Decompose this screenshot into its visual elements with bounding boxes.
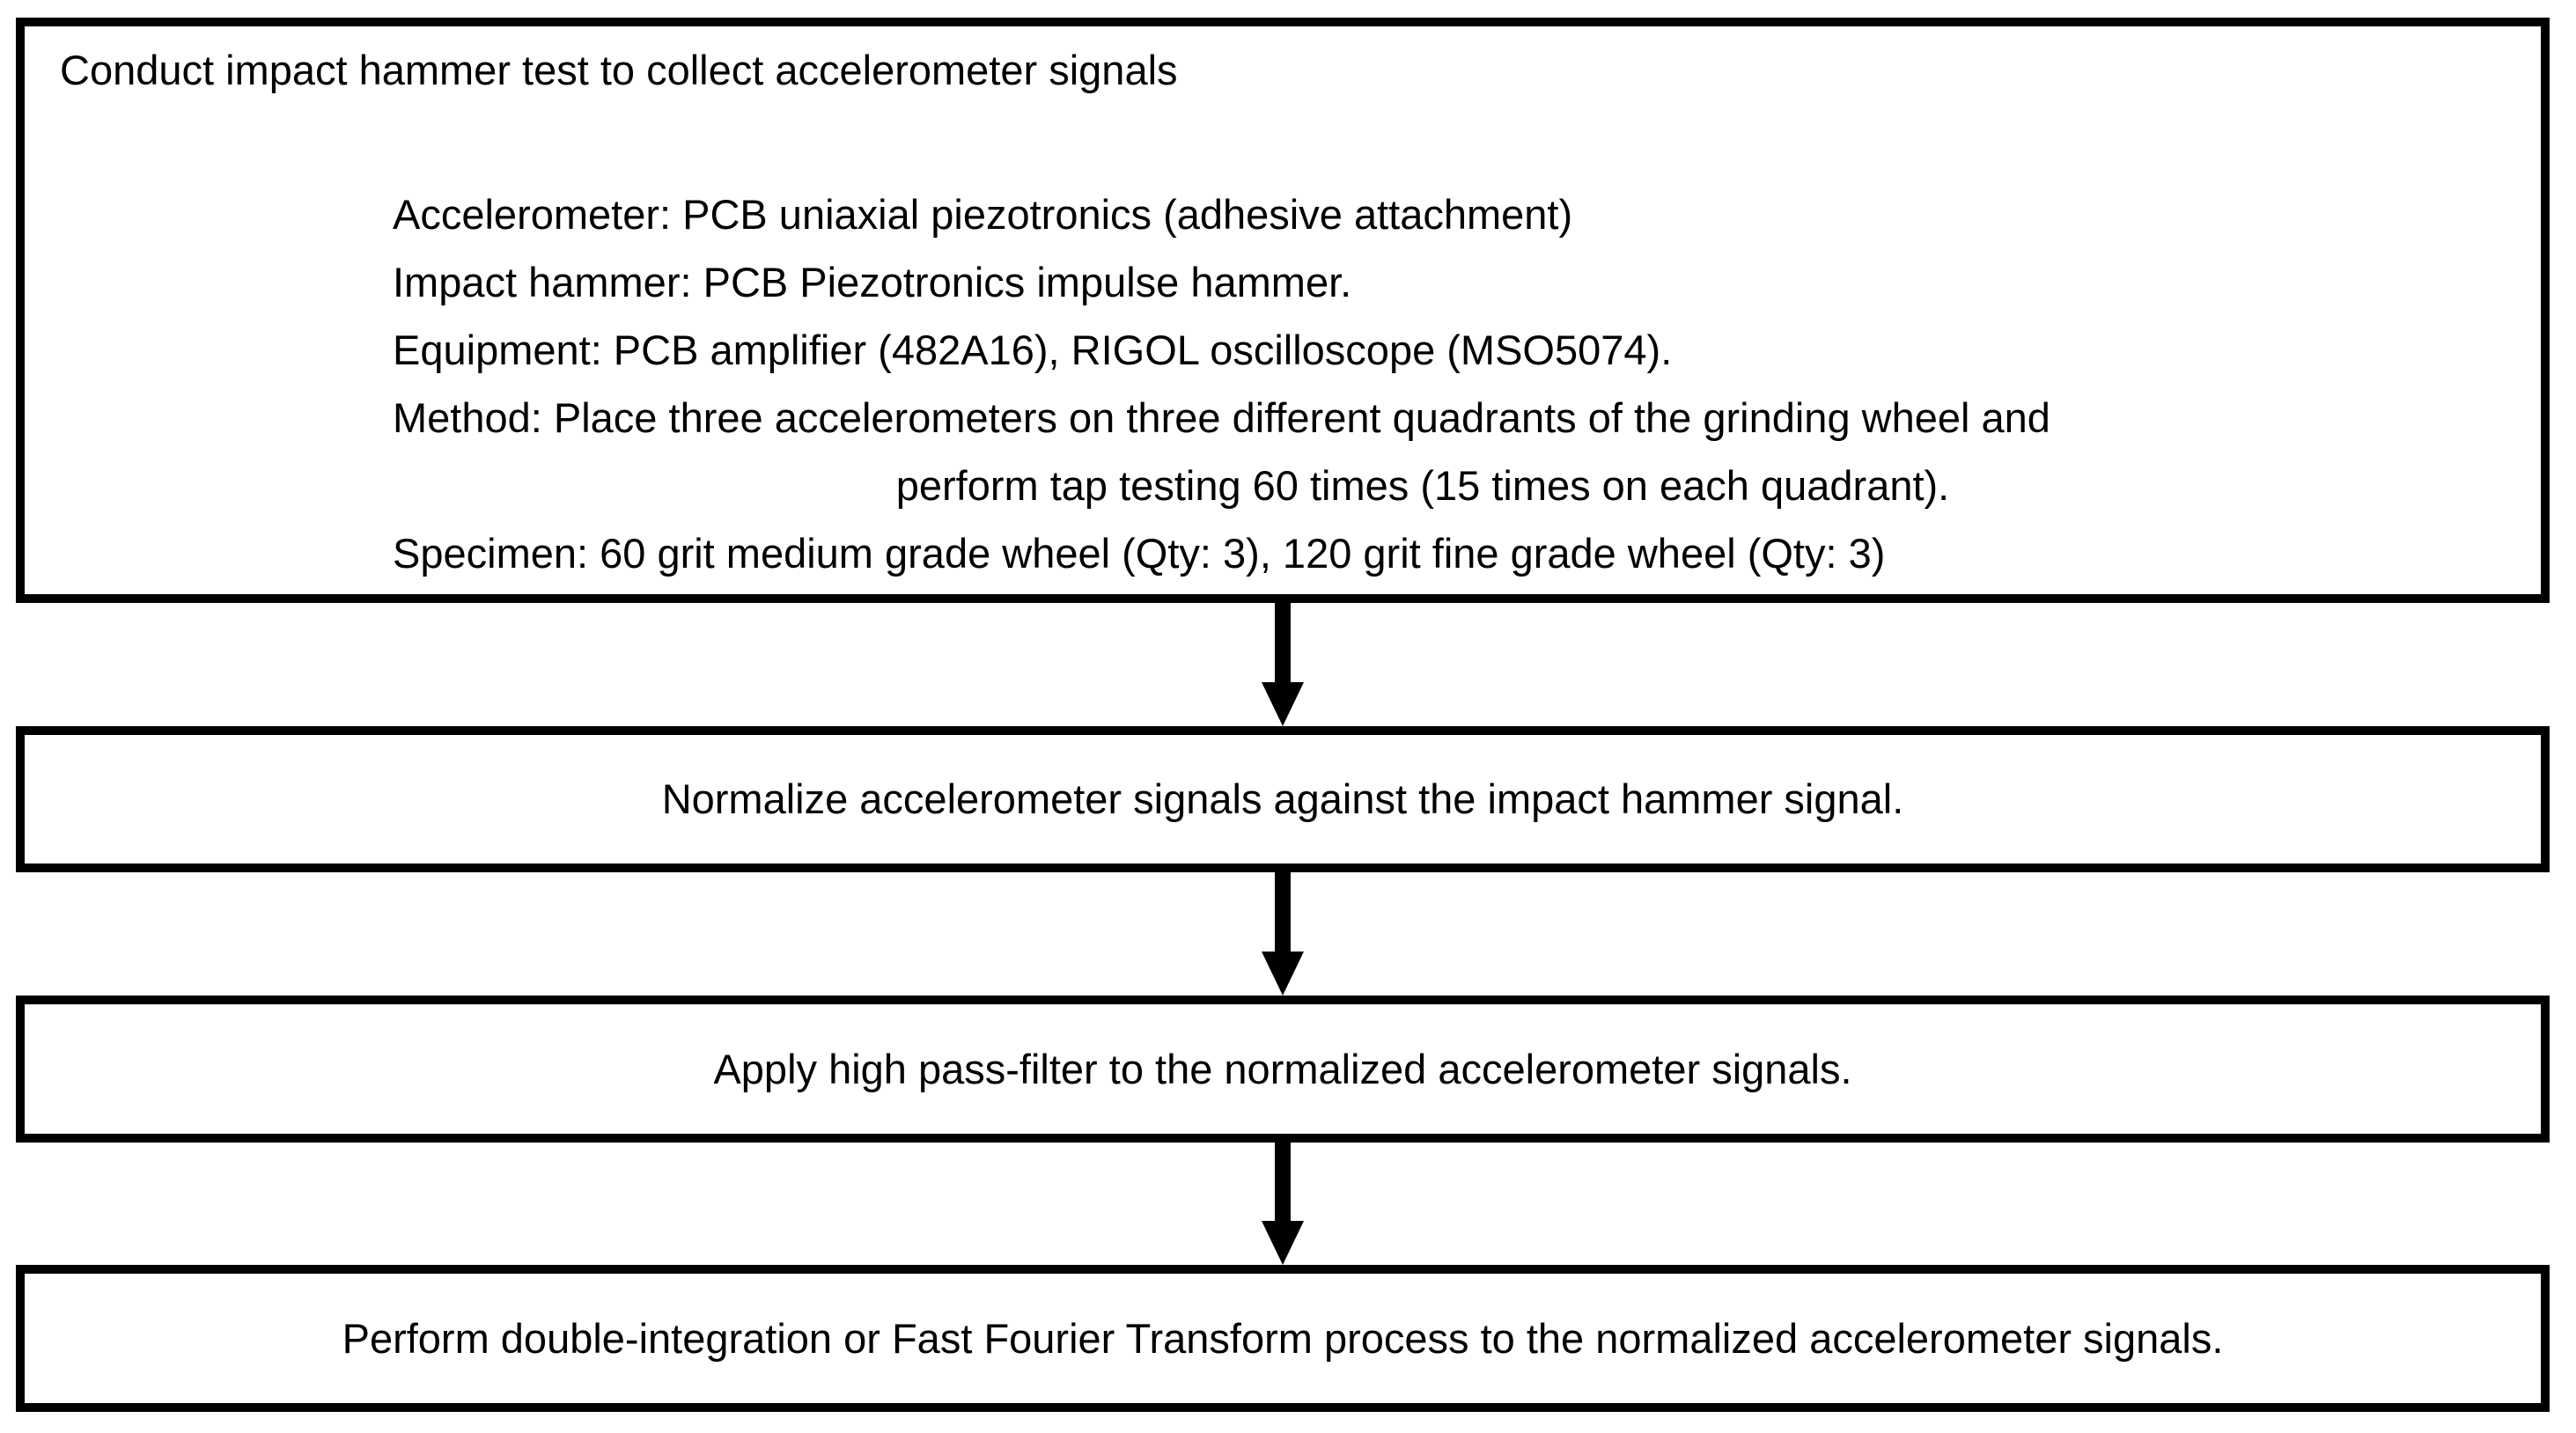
- detail-specimen: Specimen: 60 grit medium grade wheel (Qt…: [393, 530, 1886, 577]
- down-arrow-icon-1: [1262, 603, 1304, 726]
- process-box-step-1: Conduct impact hammer test to collect ac…: [16, 18, 2550, 603]
- step-3-text: Apply high pass-filter to the normalized…: [713, 1045, 1852, 1092]
- detail-method-line-1: Method: Place three accelerometers on th…: [393, 394, 2050, 441]
- down-arrow-icon-2: [1262, 872, 1304, 996]
- detail-accelerometer: Accelerometer: PCB uniaxial piezotronics…: [393, 191, 1573, 238]
- detail-method-line-2: perform tap testing 60 times (15 times o…: [895, 462, 1950, 509]
- arrow-shaft: [1275, 872, 1291, 952]
- detail-equipment: Equipment: PCB amplifier (482A16), RIGOL…: [393, 327, 1673, 373]
- process-box-step-3: Apply high pass-filter to the normalized…: [16, 996, 2550, 1143]
- step-1-detail-list: Accelerometer: PCB uniaxial piezotronics…: [393, 180, 2453, 587]
- arrow-shaft: [1275, 1143, 1291, 1221]
- step-1-heading: Conduct impact hammer test to collect ac…: [60, 47, 1178, 93]
- step-4-text: Perform double-integration or Fast Fouri…: [342, 1314, 2224, 1362]
- arrow-head: [1262, 682, 1304, 726]
- process-box-step-2: Normalize accelerometer signals against …: [16, 726, 2550, 872]
- arrow-head: [1262, 952, 1304, 996]
- arrow-shaft: [1275, 603, 1291, 682]
- step-1-content: Conduct impact hammer test to collect ac…: [25, 26, 2541, 594]
- down-arrow-icon-3: [1262, 1143, 1304, 1265]
- arrow-head: [1262, 1221, 1304, 1265]
- step-2-text: Normalize accelerometer signals against …: [661, 775, 1904, 822]
- detail-impact-hammer: Impact hammer: PCB Piezotronics impulse …: [393, 259, 1352, 305]
- process-box-step-4: Perform double-integration or Fast Fouri…: [16, 1265, 2550, 1412]
